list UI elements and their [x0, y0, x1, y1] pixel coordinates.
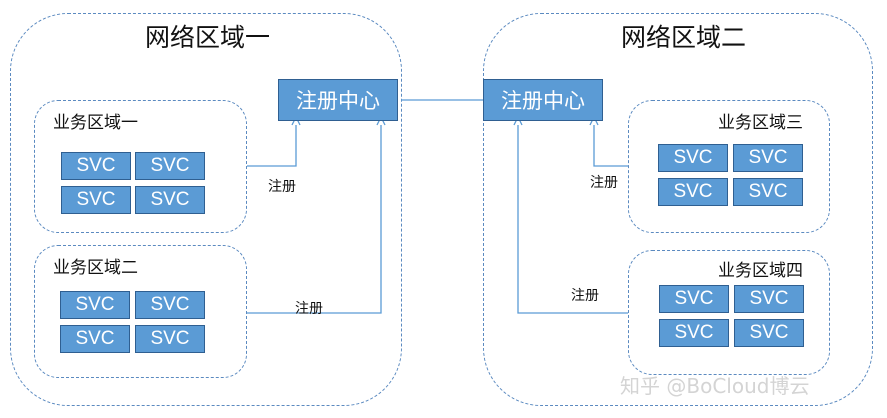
- svc-box: SVC: [135, 152, 205, 180]
- business-region-4: [628, 250, 830, 375]
- svc-box: SVC: [734, 319, 804, 347]
- svc-box: SVC: [658, 178, 728, 206]
- register-line-1: [247, 125, 296, 167]
- business-region-3: [628, 100, 830, 233]
- svc-box: SVC: [61, 186, 131, 214]
- business-region-2: [34, 245, 247, 378]
- svc-box: SVC: [135, 186, 205, 214]
- watermark-text: 知乎 @BoCloud博云: [620, 374, 810, 398]
- svc-box: SVC: [60, 291, 130, 319]
- register-line-2: [247, 125, 381, 314]
- svc-box: SVC: [60, 325, 130, 353]
- business-region-1: [34, 100, 247, 233]
- register-label-2: 注册: [295, 301, 323, 317]
- svc-box: SVC: [734, 285, 804, 313]
- registry-center-1: 注册中心: [278, 79, 398, 121]
- network-region-2: [483, 13, 873, 406]
- network-region-2-title: 网络区域二: [621, 23, 747, 52]
- svc-box: SVC: [659, 285, 729, 313]
- business-region-4-title: 业务区域四: [718, 261, 803, 281]
- register-label-4: 注册: [571, 288, 599, 304]
- svc-box: SVC: [733, 178, 803, 206]
- business-region-1-title: 业务区域一: [53, 113, 138, 133]
- network-region-1-title: 网络区域一: [145, 23, 271, 52]
- svc-box: SVC: [135, 291, 205, 319]
- registry-center-2: 注册中心: [483, 79, 603, 121]
- business-region-2-title: 业务区域二: [53, 258, 138, 278]
- register-label-1: 注册: [268, 179, 296, 195]
- svc-box: SVC: [135, 325, 205, 353]
- svc-box: SVC: [658, 144, 728, 172]
- svc-box: SVC: [61, 152, 131, 180]
- register-label-3: 注册: [590, 175, 618, 191]
- business-region-3-title: 业务区域三: [718, 113, 803, 133]
- register-line-3: [594, 125, 628, 167]
- svc-box: SVC: [659, 319, 729, 347]
- svc-box: SVC: [733, 144, 803, 172]
- register-line-4: [518, 125, 628, 314]
- network-region-1: [10, 13, 402, 406]
